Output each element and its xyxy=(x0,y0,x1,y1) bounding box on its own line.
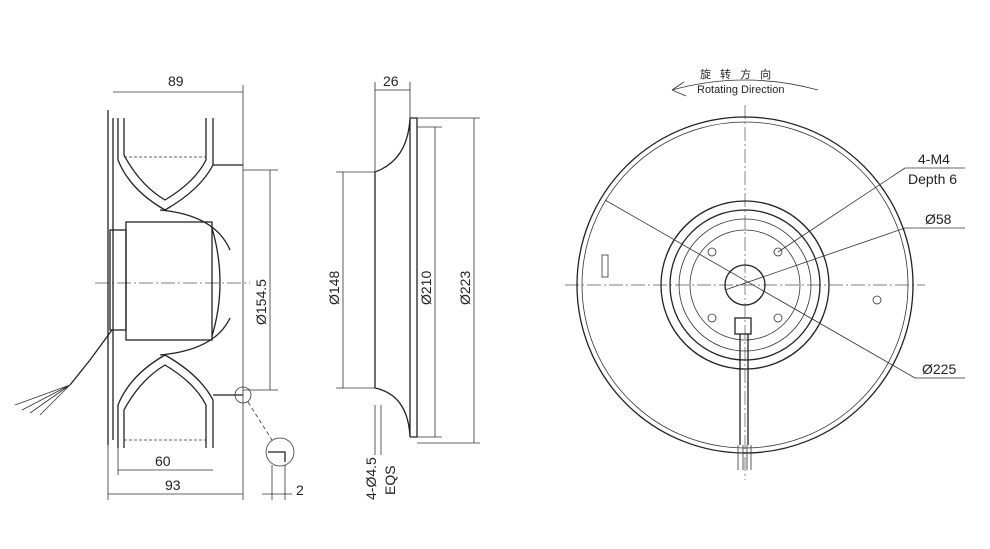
holes-eqs-label: EQS xyxy=(382,465,398,495)
dim-93: 93 xyxy=(165,477,181,493)
dim-225: Ø225 xyxy=(922,361,956,377)
dim-2: 2 xyxy=(296,482,304,498)
depth-label: Depth 6 xyxy=(908,171,957,187)
inlet-ring-view: 26 Ø148 Ø210 Ø223 4-Ø4.5 EQS xyxy=(326,73,480,500)
holes-label: 4-Ø4.5 xyxy=(363,457,379,500)
front-view: 旋 转 方 向 Rotating Direction 4-M4 Depth 6 … xyxy=(565,67,965,480)
rotation-en: Rotating Direction xyxy=(697,84,784,96)
dim-26: 26 xyxy=(383,73,399,89)
rotation-cn: 旋 转 方 向 xyxy=(700,67,774,81)
dim-148: Ø148 xyxy=(326,271,342,305)
dim-154-5: Ø154.5 xyxy=(253,279,269,325)
dim-58: Ø58 xyxy=(925,211,952,227)
dim-210: Ø210 xyxy=(418,271,434,305)
dim-223: Ø223 xyxy=(457,271,473,305)
side-view: 89 Ø154.5 60 93 2 xyxy=(14,73,304,500)
dim-89: 89 xyxy=(168,73,184,89)
thread-label: 4-M4 xyxy=(918,151,950,167)
dim-60: 60 xyxy=(155,453,171,469)
